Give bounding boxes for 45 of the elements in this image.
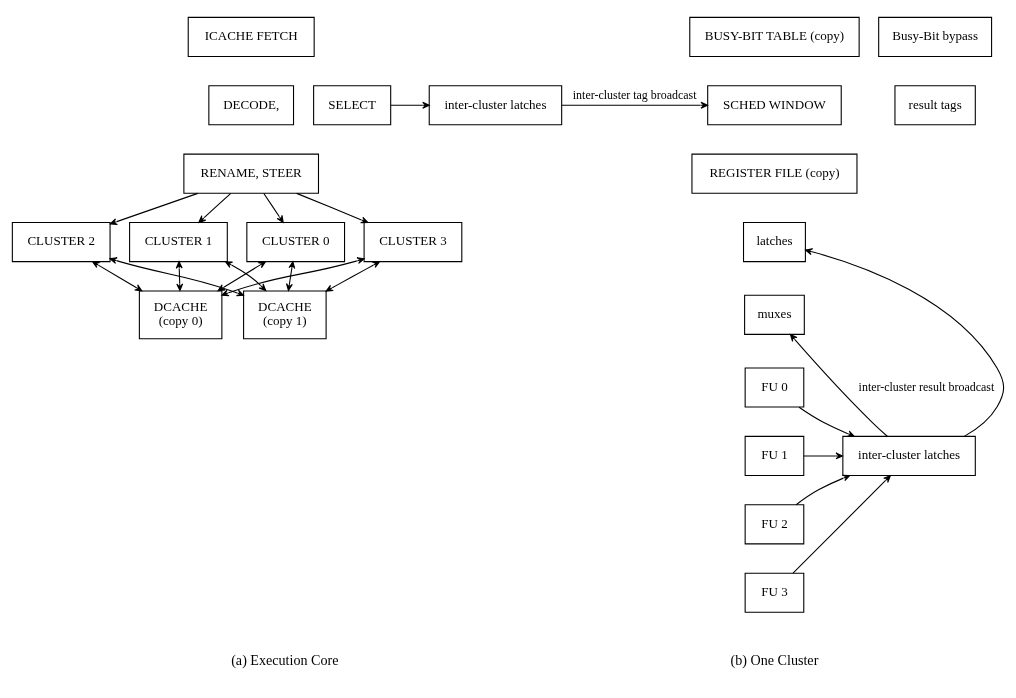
node-box: FU 3 <box>744 572 805 613</box>
arrow <box>109 192 199 226</box>
node-box: DECODE, <box>208 85 295 126</box>
arrow <box>325 261 381 292</box>
node-box: REGISTER FILE (copy) <box>691 153 858 194</box>
arrow <box>795 474 851 506</box>
node-box: FU 2 <box>744 504 805 545</box>
arrow <box>805 248 1005 437</box>
arrow <box>789 334 888 437</box>
node-box: CLUSTER 2 <box>11 222 111 263</box>
arrow <box>285 261 296 292</box>
arrow <box>561 101 709 109</box>
node-box: FU 1 <box>744 435 805 476</box>
arrow <box>798 406 855 438</box>
arrow <box>263 193 284 223</box>
node-box: muxes <box>744 294 805 335</box>
arrow <box>390 101 430 109</box>
node-box: BUSY-BIT TABLE (copy) <box>689 16 860 57</box>
node-box: FU 0 <box>744 367 805 408</box>
node-box: inter-cluster latches <box>842 435 976 476</box>
node-box: latches <box>742 222 806 263</box>
node-box: Busy-Bit bypass <box>878 16 993 57</box>
node-box: ICACHE FETCH <box>187 16 315 57</box>
arrow <box>109 257 245 297</box>
node-box: DCACHE (copy 1) <box>243 290 327 340</box>
arrow <box>224 261 267 292</box>
node-box: CLUSTER 0 <box>246 222 346 263</box>
arrow <box>803 452 844 460</box>
label: (b) One Cluster <box>730 651 819 668</box>
label: (a) Execution Core <box>231 651 339 668</box>
node-box: inter-cluster latches <box>428 85 563 126</box>
node-box: SCHED WINDOW <box>707 85 842 126</box>
node-box: CLUSTER 3 <box>363 222 463 263</box>
arrow <box>221 257 365 297</box>
node-box: RENAME, STEER <box>183 153 320 194</box>
edge-label: inter-cluster tag broadcast <box>572 87 697 102</box>
arrow <box>296 192 369 224</box>
node-box: DCACHE (copy 0) <box>138 290 223 340</box>
arrow <box>792 475 891 574</box>
node-box: CLUSTER 1 <box>129 222 228 263</box>
arrow <box>198 193 232 223</box>
node-box: result tags <box>894 85 976 126</box>
edge-label: inter-cluster result broadcast <box>858 379 995 394</box>
node-box: SELECT <box>313 85 392 126</box>
arrow <box>92 261 143 292</box>
